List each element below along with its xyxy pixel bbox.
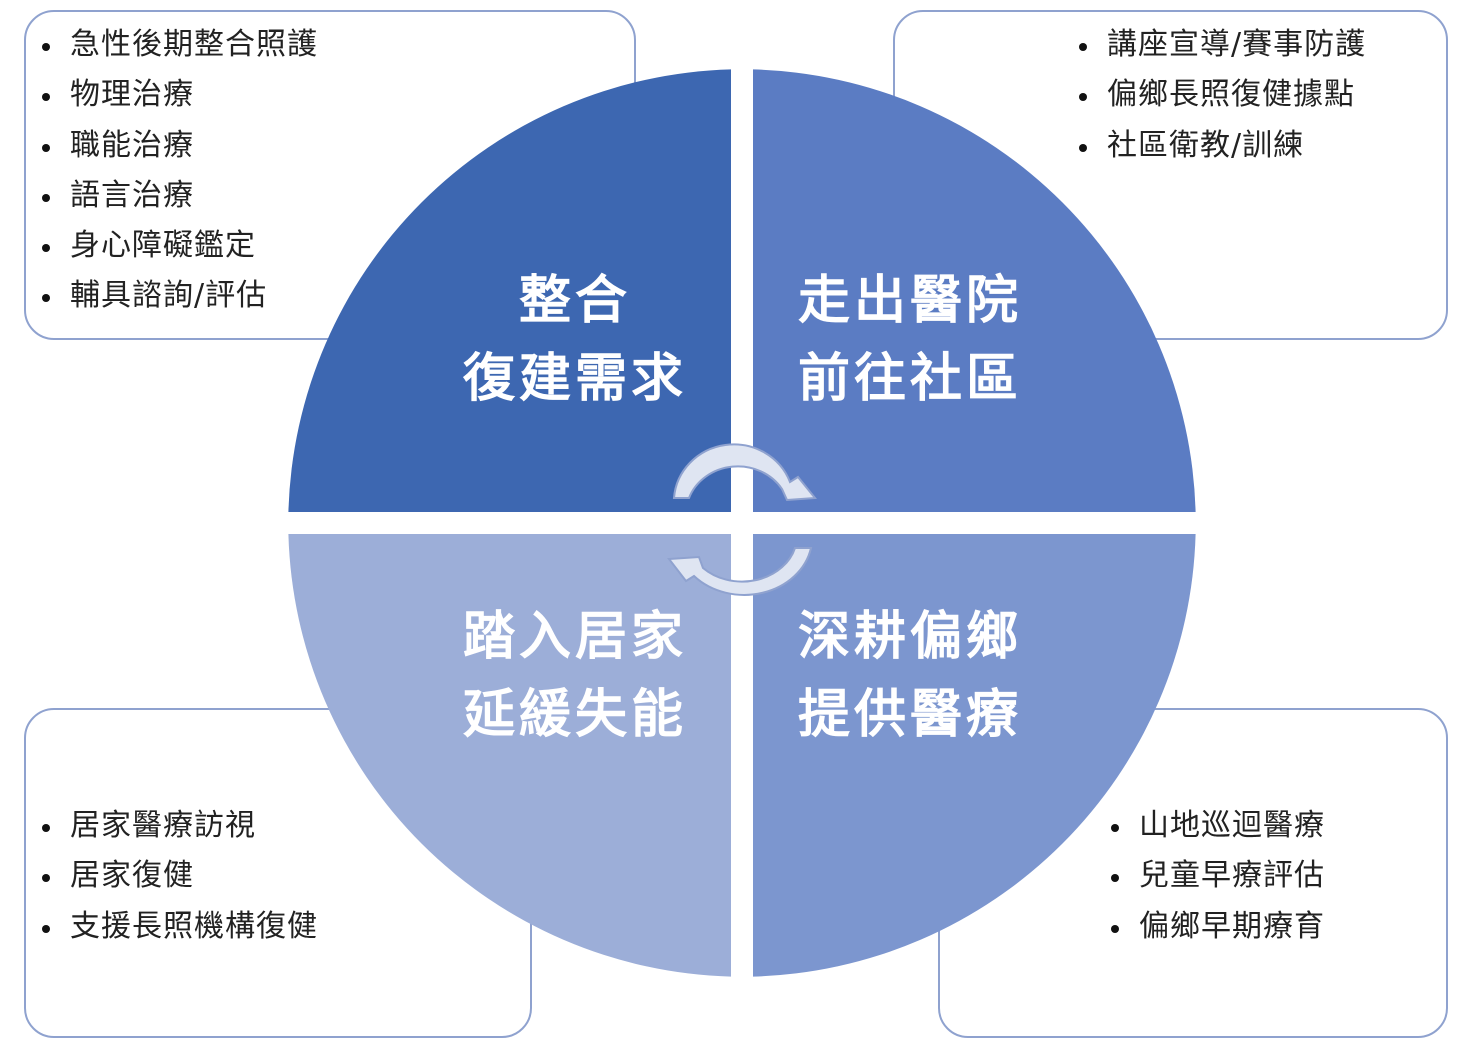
quadrant-bottom-left — [288, 534, 731, 977]
list-item: 急性後期整合照護 — [42, 20, 318, 70]
list-item: 身心障礙鑑定 — [42, 221, 318, 271]
top-left-bullet-list: 急性後期整合照護 物理治療 職能治療 語言治療 身心障礙鑑定 輔具諮詢/評估 — [42, 20, 318, 322]
list-item: 物理治療 — [42, 70, 318, 120]
quadrant-bottom-right-title: 深耕偏鄉 — [798, 607, 1022, 667]
arrow-clockwise-bottom-icon — [667, 547, 813, 596]
list-item: 居家復健 — [42, 851, 318, 901]
list-item: 支援長照機構復健 — [42, 902, 318, 952]
quadrant-top-left-title: 整合 — [519, 271, 631, 331]
quadrant-top-left — [288, 69, 731, 513]
list-item: 山地巡迴醫療 — [1111, 801, 1325, 851]
bottom-right-bullet-list: 山地巡迴醫療 兒童早療評估 偏鄉早期療育 — [1111, 801, 1325, 952]
quadrant-top-left-subtitle: 復建需求 — [462, 349, 687, 409]
quadrant-bottom-left-subtitle: 延緩失能 — [463, 685, 687, 745]
quadrant-bottom-left-title: 踏入居家 — [463, 607, 687, 667]
list-item: 輔具諮詢/評估 — [42, 271, 318, 321]
list-item: 偏鄉長照復健據點 — [1079, 70, 1366, 120]
quadrant-top-right — [753, 69, 1196, 513]
list-item: 偏鄉早期療育 — [1111, 902, 1325, 952]
list-item: 語言治療 — [42, 171, 318, 221]
list-item: 兒童早療評估 — [1111, 851, 1325, 901]
list-item: 職能治療 — [42, 121, 318, 171]
bottom-left-bullet-list: 居家醫療訪視 居家復健 支援長照機構復健 — [42, 801, 318, 952]
quadrant-top-right-subtitle: 前往社區 — [798, 349, 1022, 409]
arrow-clockwise-top-icon — [672, 443, 817, 502]
quadrant-top-right-title: 走出醫院 — [798, 271, 1022, 331]
top-right-bullet-list: 講座宣導/賽事防護 偏鄉長照復健據點 社區衛教/訓練 — [1079, 20, 1366, 171]
quadrant-bottom-right-subtitle: 提供醫療 — [798, 685, 1022, 745]
list-item: 講座宣導/賽事防護 — [1079, 20, 1366, 70]
list-item: 居家醫療訪視 — [42, 801, 318, 851]
quadrant-bottom-right — [753, 534, 1196, 977]
list-item: 社區衛教/訓練 — [1079, 121, 1366, 171]
circular-arrows-icon — [667, 443, 817, 596]
